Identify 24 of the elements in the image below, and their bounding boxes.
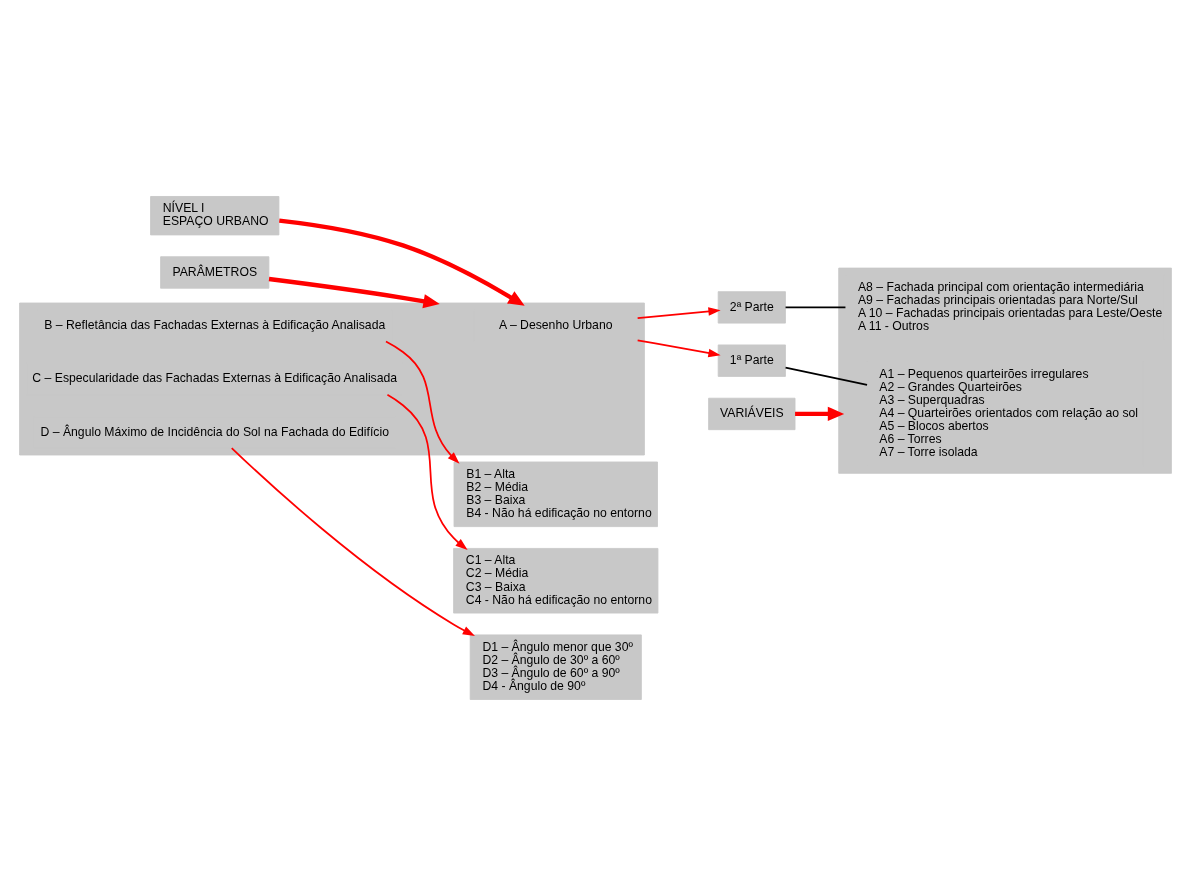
arrow bbox=[636, 306, 721, 319]
connector bbox=[784, 306, 847, 308]
node-box: 2ª Parte bbox=[717, 290, 786, 324]
node-text: D – Ângulo Máximo de Incidência do Sol na Fachada do Edifício bbox=[40, 424, 389, 439]
node-text: A – Desenho Urbano bbox=[499, 317, 613, 332]
node-box: D1 – Ângulo menor que 30º D2 – Ângulo de 30º a 60º D3 – Ângulo de 60º a 90º D4 - Ângulo de 90º bbox=[469, 633, 642, 700]
connector bbox=[784, 366, 868, 386]
arrow bbox=[268, 276, 440, 308]
node-box: NÍVEL I ESPAÇO URBANO bbox=[150, 195, 280, 235]
node-text: C – Especularidade das Fachadas Externas à Edificação Analisada bbox=[32, 370, 398, 385]
node-text: A8 – Fachada principal com orientação intermediária A9 – Fachadas principais orientadas para Norte/Sul A 10 – Fachadas principais orientadas para Leste/Oeste A 11 - Outros bbox=[857, 279, 1163, 333]
node-box: PARÂMETROS bbox=[160, 255, 270, 289]
arrow bbox=[279, 217, 525, 306]
arrow bbox=[385, 340, 460, 464]
node-box: C1 – Alta C2 – Média C3 – Baixa C4 - Não há edificação no entorno bbox=[453, 547, 659, 613]
node-box: VARIÁVEIS bbox=[708, 397, 796, 430]
node-box: B1 – Alta B2 – Média B3 – Baixa B4 - Não há edificação no entorno bbox=[453, 461, 658, 527]
arrow bbox=[636, 338, 721, 357]
arrow bbox=[386, 393, 468, 550]
node-text: B – Refletância das Fachadas Externas à Edificação Analisada bbox=[44, 317, 386, 332]
node-text: A1 – Pequenos quarteirões irregulares A2 – Grandes Quarteirões A3 – Superquadras A4 – Quarteirões orientados com relação ao sol A5 – Blocos abertos A6 – Torres A7 – Torre isolada bbox=[879, 366, 1139, 459]
arrow bbox=[795, 406, 845, 421]
node-box: 1ª Parte bbox=[717, 344, 786, 377]
cluster bbox=[838, 267, 1172, 474]
